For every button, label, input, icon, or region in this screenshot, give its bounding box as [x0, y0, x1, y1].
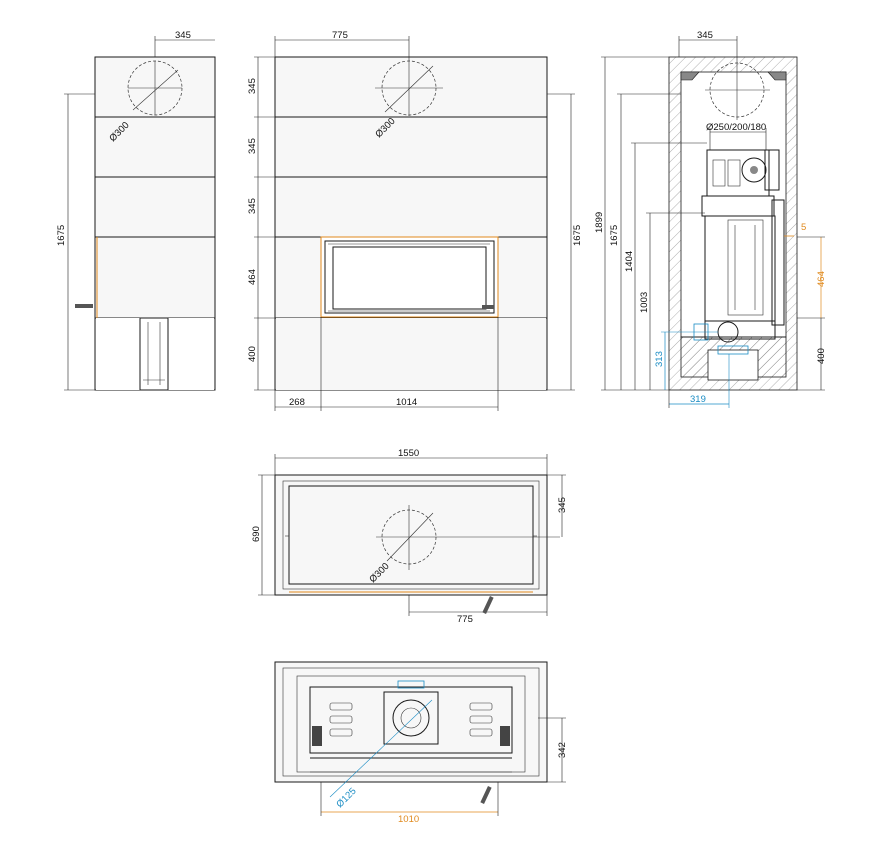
dim-1404: 1404: [624, 251, 635, 272]
dim-400: 400: [816, 348, 827, 364]
handle-icon: [75, 304, 93, 308]
stand-leg: [139, 317, 169, 391]
dim-775: 775: [457, 614, 473, 625]
door-handle-icon: [482, 305, 494, 309]
dim-775: 775: [332, 30, 348, 41]
dim-345: 345: [247, 198, 258, 214]
dim-1003: 1003: [639, 292, 650, 313]
dim-319: 319: [690, 394, 706, 405]
dim-345: 345: [247, 138, 258, 154]
dim-464: 464: [816, 271, 827, 287]
bottom-outline: [274, 661, 548, 783]
air-inlet-circle: [392, 699, 430, 737]
bracket-icon: [500, 726, 510, 746]
dim-1010: 1010: [398, 814, 419, 825]
section-view: Ø250/200/180 345 1899 1675 1404 100: [594, 30, 827, 408]
dim-464: 464: [247, 269, 258, 285]
bottom-view: Ø125 342 1010: [274, 661, 568, 825]
dim-5: 5: [801, 222, 806, 233]
glass-door: [332, 246, 487, 310]
flue-label: Ø250/200/180: [706, 122, 766, 133]
side-view-left: Ø300 345 1675: [56, 30, 216, 391]
dim-345: 345: [247, 78, 258, 94]
dim-1014: 1014: [396, 397, 417, 408]
dim-1675: 1675: [609, 225, 620, 246]
top-outline: [274, 474, 548, 596]
handle-icon: [480, 785, 492, 805]
dim-345: 345: [697, 30, 713, 41]
dim-342: 342: [557, 742, 568, 758]
bracket-icon: [312, 726, 322, 746]
dim-1675: 1675: [572, 225, 583, 246]
dim-1675: 1675: [56, 225, 67, 246]
front-view: Ø300 775 345 345 345 464 400 1675 268 10…: [247, 30, 583, 411]
dim-690: 690: [251, 526, 262, 542]
firebox-frame: [320, 236, 499, 318]
dim-1899: 1899: [594, 212, 605, 233]
dim-400: 400: [247, 346, 258, 362]
base-frame: [309, 686, 513, 754]
dim-345: 345: [175, 30, 191, 41]
dim-345: 345: [557, 497, 568, 513]
dim-268: 268: [289, 397, 305, 408]
dim-1550: 1550: [398, 448, 419, 459]
dim-313: 313: [654, 351, 665, 367]
top-view: Ø300 1550 690 345 775: [251, 448, 568, 625]
handle-icon: [482, 595, 494, 615]
damper-wheel-icon: [741, 157, 767, 183]
